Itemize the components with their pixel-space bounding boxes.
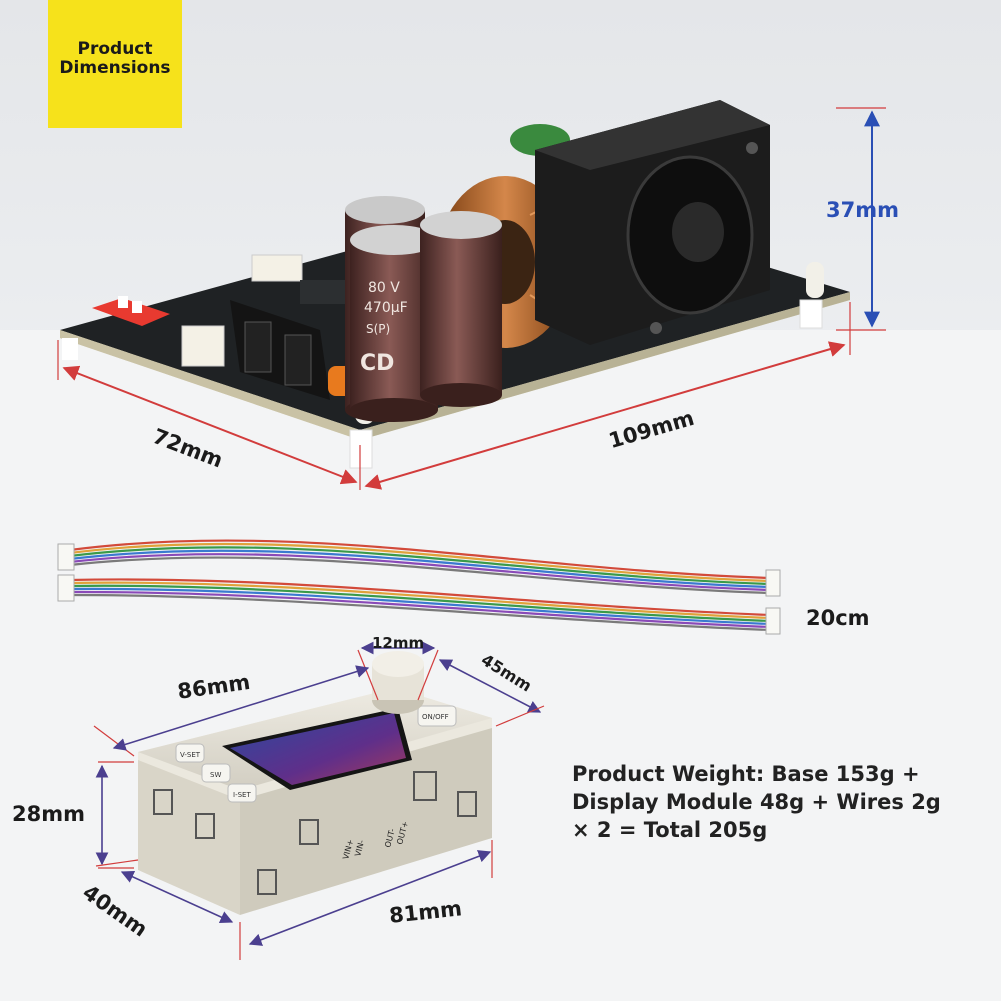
badge-title: Product Dimensions [48, 40, 182, 78]
capacitor-brand-text: CD [360, 351, 394, 376]
weight-line3: × 2 = Total 205g [572, 818, 768, 842]
ribbon-cables [69, 539, 771, 632]
product-weight-text: Product Weight: Base 153g + Display Modu… [572, 760, 992, 844]
onoff-button-label: ON/OFF [422, 713, 449, 721]
cable-connectors [57, 543, 781, 635]
knob-diameter-label: 12mm [372, 634, 425, 652]
height-base-label: 37mm [826, 198, 899, 222]
display-height-label: 28mm [12, 802, 85, 826]
dimension-lines-display [93, 641, 545, 960]
dimension-lines-base [57, 107, 886, 490]
badge-title-line2: Dimensions [59, 58, 171, 78]
iset-button-label: I-SET [233, 791, 251, 799]
capacitor-series-text: S(P) [366, 322, 390, 336]
cable-length-label: 20cm [806, 606, 870, 630]
product-dimensions-badge [48, 0, 182, 128]
capacitor-right [420, 211, 502, 407]
sw-button-label: SW [210, 771, 221, 779]
weight-line1: Product Weight: Base 153g + [572, 762, 920, 786]
weight-line2: Display Module 48g + Wires 2g [572, 790, 941, 814]
cooling-fan [535, 100, 770, 345]
badge-title-line1: Product [77, 39, 153, 59]
capacitor-capacitance-text: 470µF [364, 300, 408, 316]
capacitor-voltage-text: 80 V [368, 280, 400, 296]
vset-button-label: V-SET [180, 751, 201, 759]
